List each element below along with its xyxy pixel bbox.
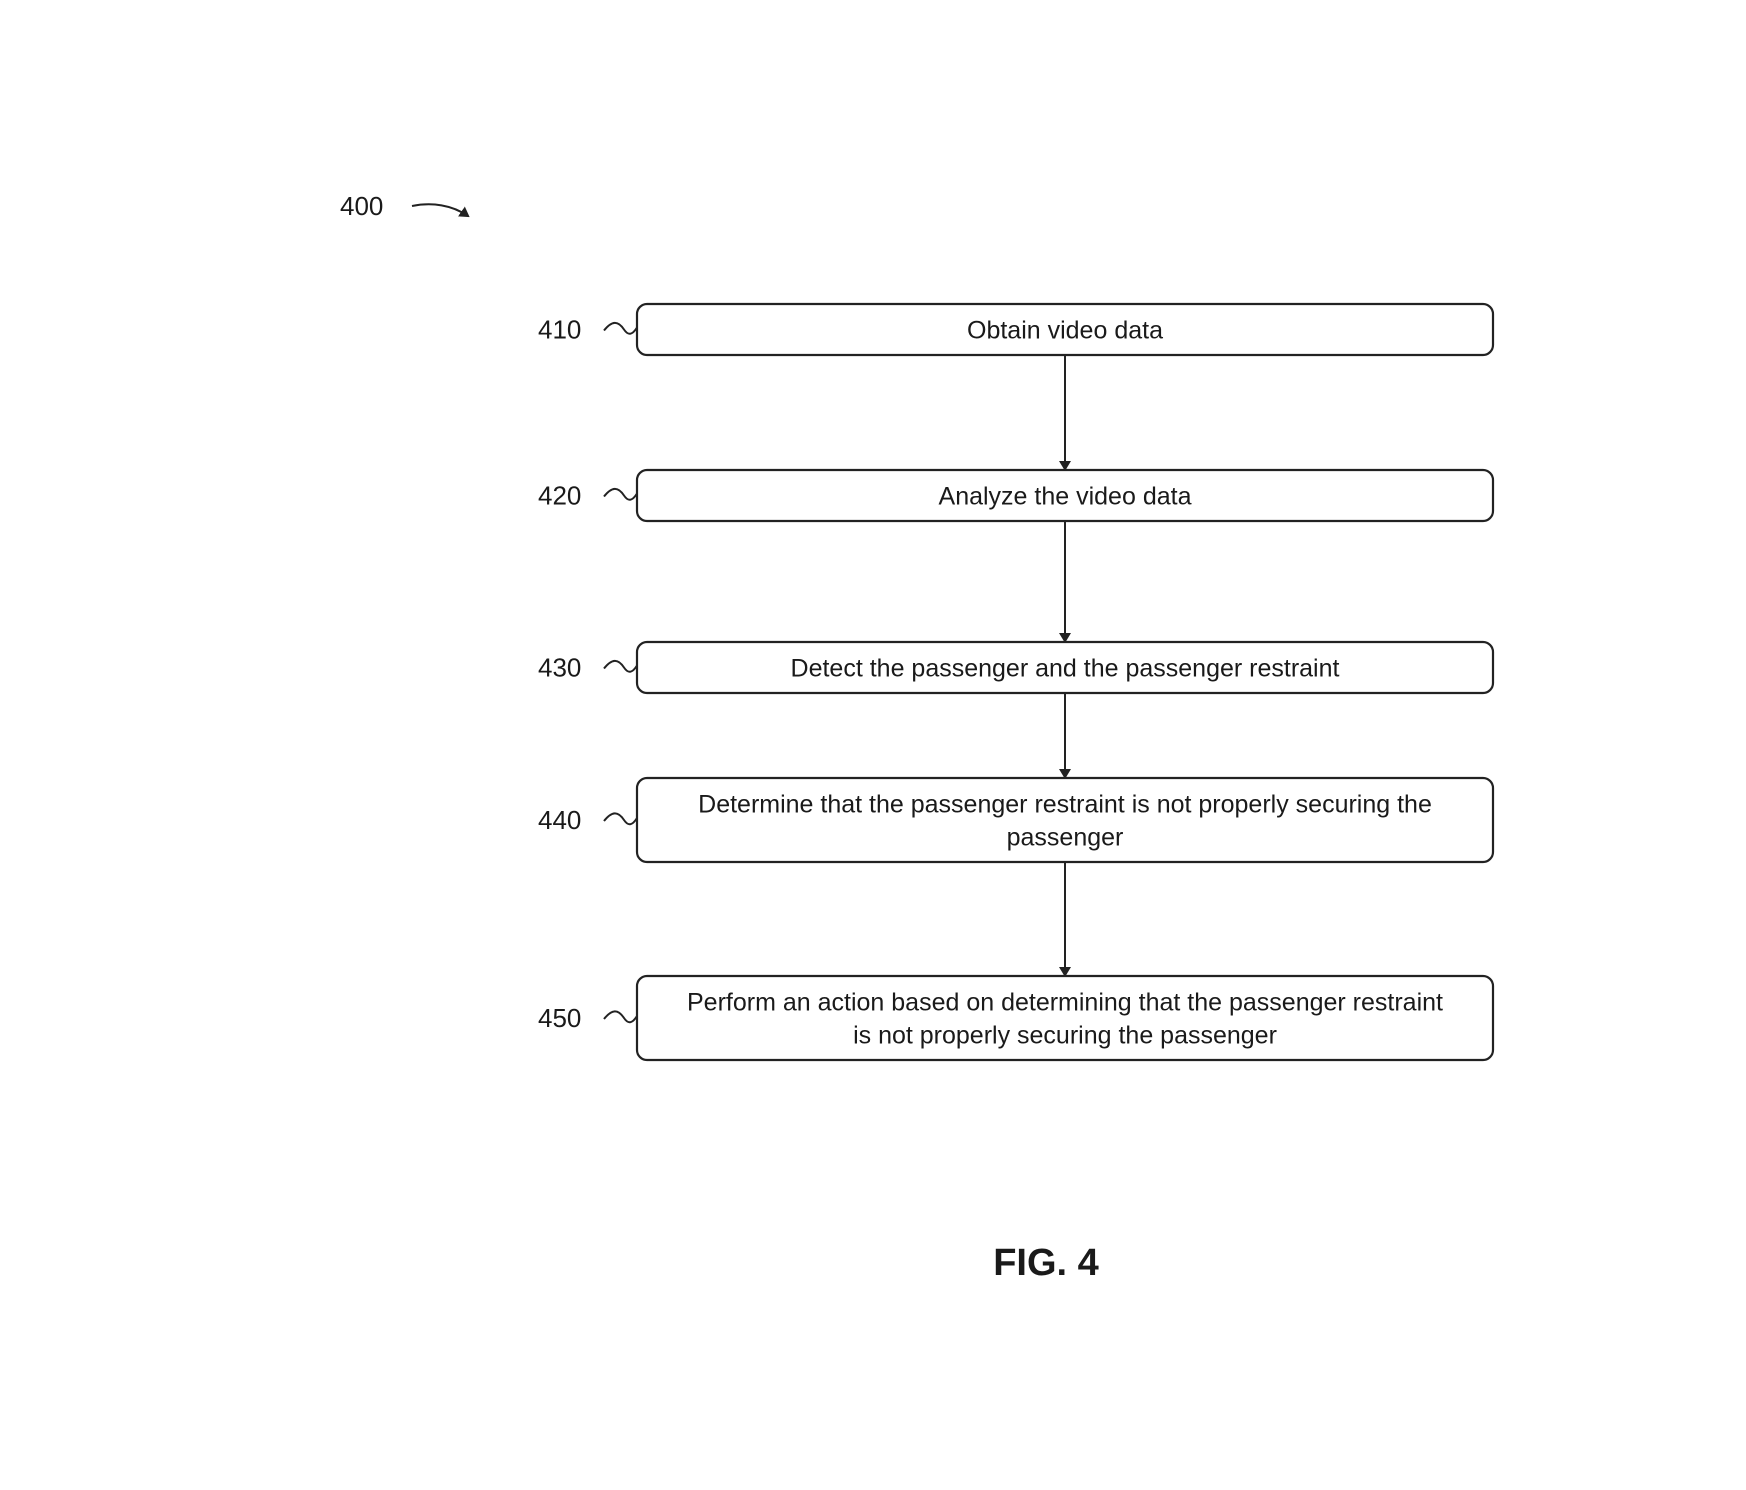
step-text-line: Determine that the passenger restraint i…: [698, 791, 1432, 819]
figure-ref-number: 400: [340, 191, 383, 221]
step-ref-number: 420: [538, 481, 581, 511]
step-text-line: Perform an action based on determining t…: [687, 989, 1443, 1017]
step-text-line: is not properly securing the passenger: [853, 1022, 1277, 1050]
step-ref-number: 410: [538, 315, 581, 345]
step-ref-number: 440: [538, 805, 581, 835]
step-text-line: Obtain video data: [967, 317, 1163, 345]
step-430: Detect the passenger and the passenger r…: [538, 642, 1493, 693]
step-text-line: Analyze the video data: [939, 483, 1192, 511]
figure-ref-arrow: [412, 204, 468, 216]
step-440: Determine that the passenger restraint i…: [538, 778, 1493, 862]
ref-leader-squiggle: [604, 323, 637, 334]
step-ref-number: 450: [538, 1003, 581, 1033]
ref-leader-squiggle: [604, 1011, 637, 1022]
step-ref-number: 430: [538, 653, 581, 683]
ref-leader-squiggle: [604, 489, 637, 500]
step-text-line: Detect the passenger and the passenger r…: [791, 655, 1340, 683]
step-text-line: passenger: [1007, 824, 1124, 852]
ref-leader-squiggle: [604, 661, 637, 672]
figure-caption: FIG. 4: [993, 1242, 1099, 1284]
step-450: Perform an action based on determining t…: [538, 976, 1493, 1060]
step-420: Analyze the video data 420: [538, 470, 1493, 521]
ref-leader-squiggle: [604, 813, 637, 824]
steps-layer: Obtain video data 410Analyze the video da…: [538, 304, 1493, 1060]
step-410: Obtain video data 410: [538, 304, 1493, 355]
